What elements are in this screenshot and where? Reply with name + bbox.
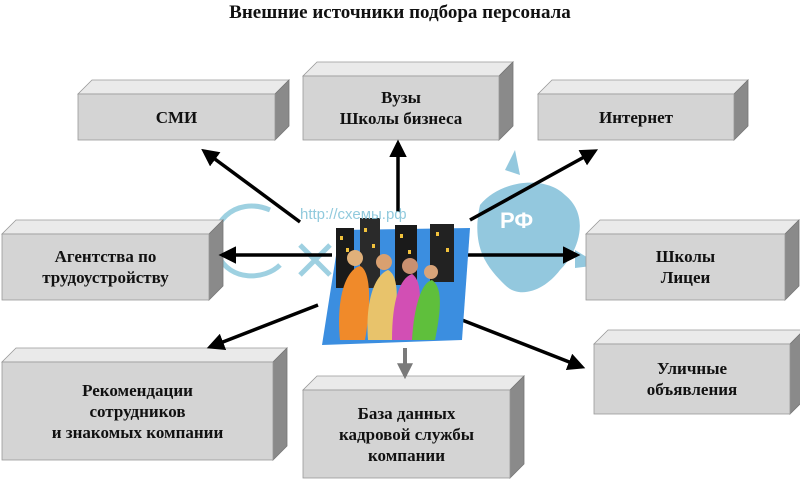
source-label-line: кадровой службы [338, 424, 474, 444]
watermark-badge: РФ [500, 208, 534, 233]
source-label-internet: Интернет [538, 94, 734, 140]
source-box-agentstva [1, 219, 224, 301]
diagram-title: Внешние источники подбора персонала [229, 2, 571, 23]
source-label-line: Интернет [598, 107, 674, 127]
source-label-smi: СМИ [78, 94, 275, 140]
source-box-vuzy [302, 61, 514, 141]
source-box-rekomendacii [1, 347, 288, 461]
source-label-line: Рекомендации [82, 380, 193, 400]
arrow-to-rekomendacii [206, 303, 319, 351]
people-city-clipart [322, 218, 470, 345]
source-box-shkoly [585, 219, 800, 301]
source-label-agentstva: Агентства по трудоустройству [2, 234, 209, 300]
source-box-ulichnye [593, 329, 800, 415]
arrow-to-ulichnye [461, 318, 586, 371]
arrow-to-smi [201, 148, 302, 224]
source-label-line: Лицеи [660, 268, 711, 287]
source-label-line: трудоустройству [42, 268, 169, 287]
source-label-line: База данных [357, 403, 456, 423]
arrows [201, 139, 599, 371]
source-label-line: Школы бизнеса [339, 109, 463, 128]
arrow-to-internet [469, 149, 599, 222]
source-label-line: Вузы [381, 88, 421, 107]
source-label-line: Уличные [656, 359, 728, 378]
source-label-line: СМИ [155, 107, 198, 127]
source-label-line: сотрудников [89, 401, 186, 421]
source-box-baza [302, 375, 525, 479]
source-label-line: Школы [655, 247, 716, 266]
watermark-splash [477, 150, 600, 293]
source-box-internet [537, 79, 749, 141]
source-label-line: Агентства по [54, 247, 157, 266]
source-label-ulichnye: Уличные объявления [594, 344, 790, 414]
source-label-line: компании [367, 445, 445, 465]
source-box-smi [77, 79, 290, 141]
source-label-line: объявления [646, 380, 738, 399]
source-label-line: и знакомых компании [51, 422, 224, 442]
watermark-url: http://схемы.рф [300, 206, 407, 223]
